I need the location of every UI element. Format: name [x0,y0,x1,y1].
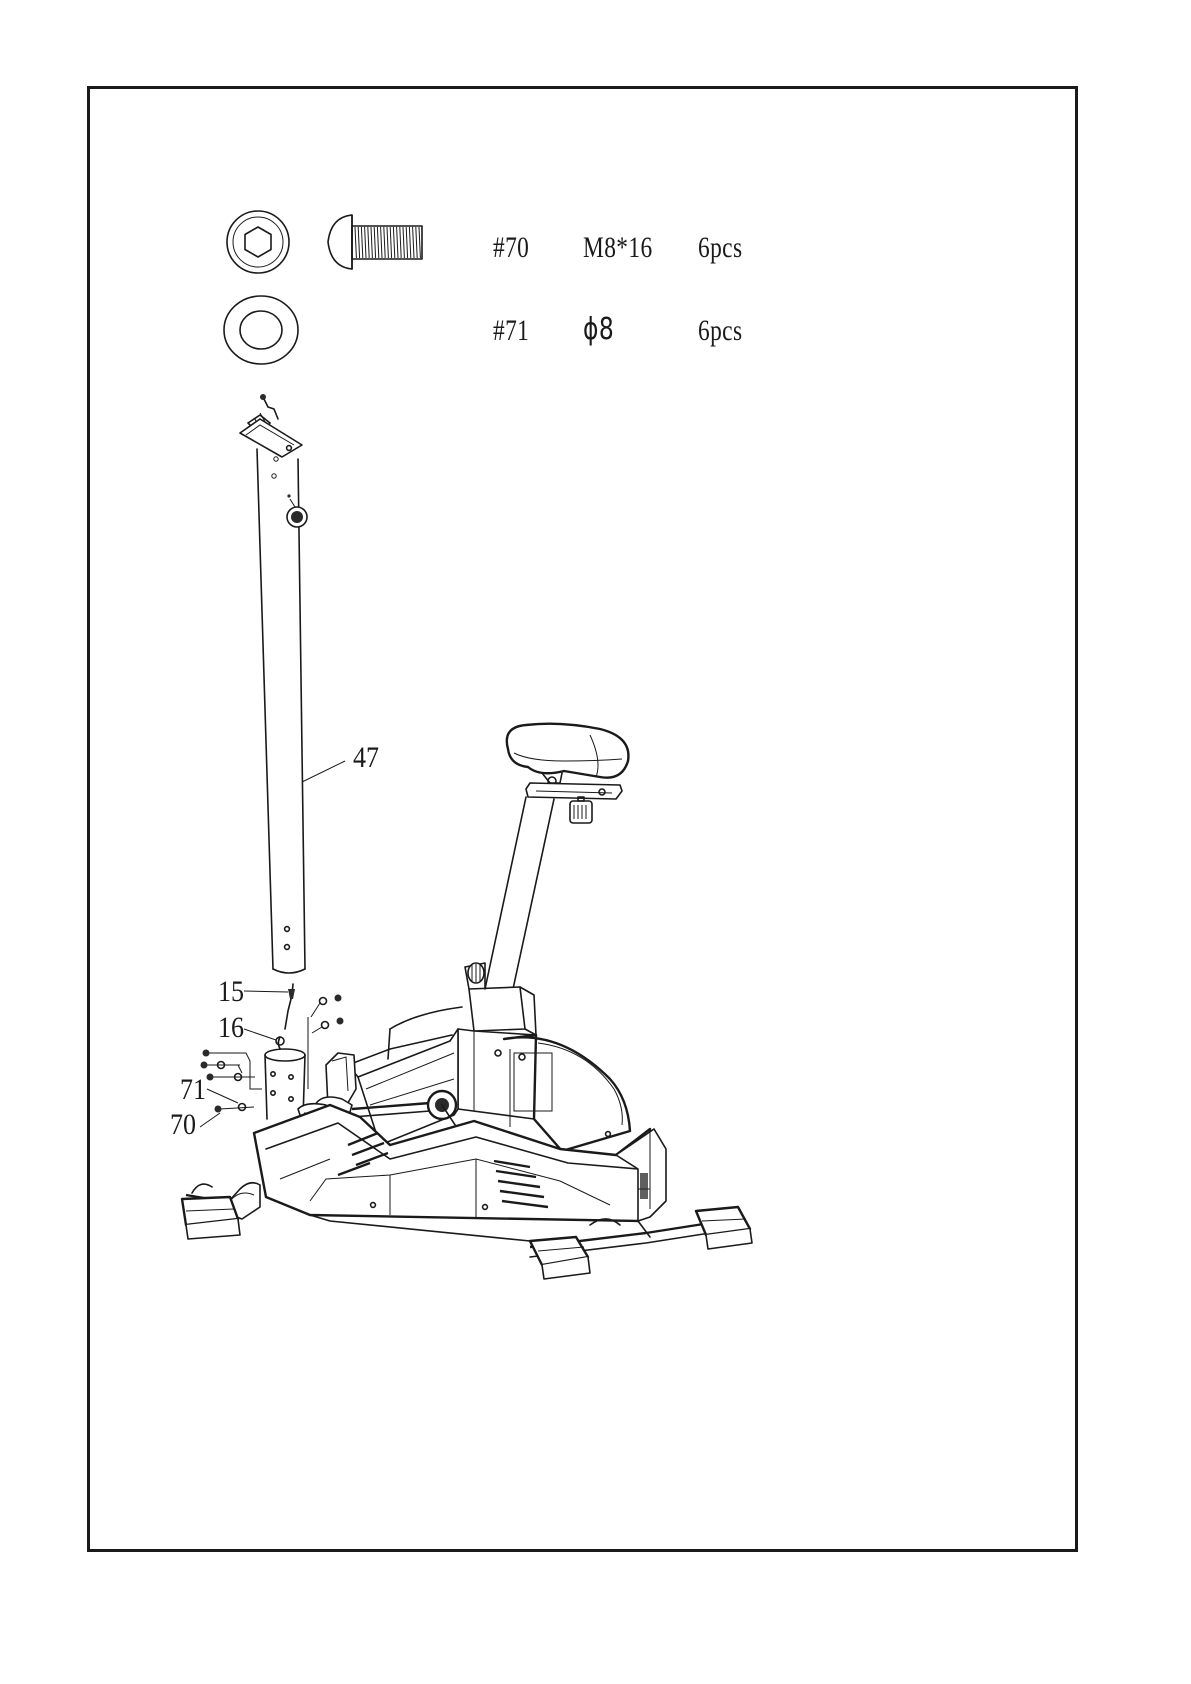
callout-leader-47 [302,761,345,782]
washer-icon [223,292,313,372]
tension-knob [287,494,307,527]
assembly-diagram: 47 15 16 [90,389,1075,1369]
callout-leader-16 [244,1029,276,1040]
foot-rear-right [696,1207,752,1249]
saddle [507,724,629,785]
callout-leader-15 [244,991,288,992]
handlebar-post [240,394,307,973]
hardware-row-washer: #71 ϕ8 6pcs [90,292,1075,372]
foot-rear-middle [530,1237,590,1279]
hex-bolt-icon [223,209,438,289]
callout-label-47: 47 [353,741,379,774]
part-number-71: #71 [493,314,529,348]
hardware-row-bolt: #70 M8*16 6pcs [90,209,1075,289]
callout-leader-70 [200,1113,220,1127]
part-size-m8x16: M8*16 [583,231,653,265]
part-quantity: 6pcs [698,231,742,265]
callout-label-71: 71 [180,1073,206,1106]
callout-leader-71 [207,1089,238,1103]
callout-label-16: 16 [218,1011,244,1044]
callout-label-70: 70 [170,1108,196,1141]
part-number-70: #70 [493,231,529,265]
bolt-set-left [201,1050,263,1113]
page-border: #70 M8*16 6pcs #71 ϕ8 6pcs [87,86,1078,1552]
part-quantity: 6pcs [698,314,742,348]
callout-label-15: 15 [218,975,244,1008]
foot-front-left [182,1184,240,1239]
part-size-diameter-8: ϕ8 [583,312,614,347]
